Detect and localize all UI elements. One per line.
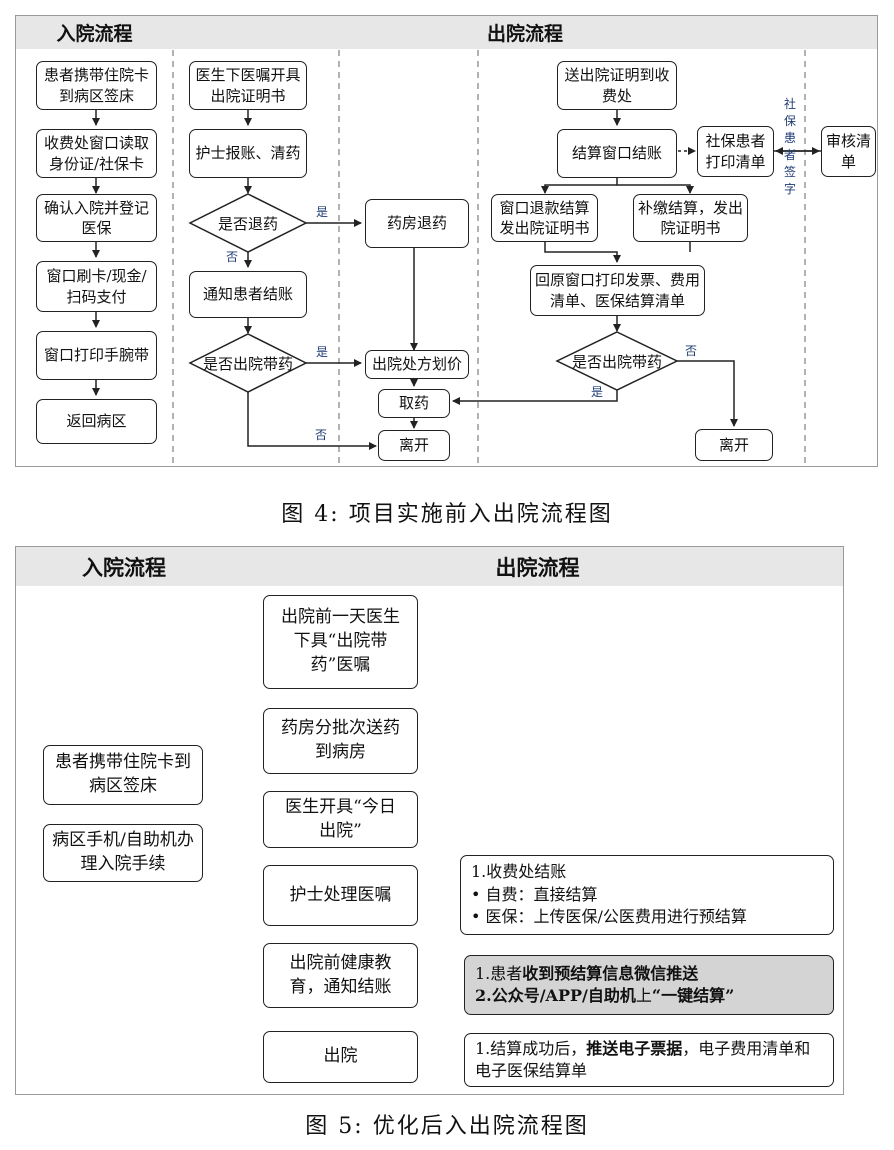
label-no-carry-right: 否 bbox=[685, 344, 698, 358]
fig2-header-admission: 入院流程 bbox=[16, 547, 232, 586]
step2-settle-success: 1.结算成功后，推送电子票据，电子费用清单和电子医保结算单 bbox=[464, 1033, 834, 1087]
step-nurse-bill: 护士报账、清药 bbox=[189, 129, 307, 178]
diamond-carry-med-right bbox=[555, 331, 679, 391]
push-bold-1: 收到预结算信息微信推送 bbox=[522, 963, 699, 983]
cashier-item-insurance: • 医保：上传医保/公医费用进行预结算 bbox=[471, 907, 747, 927]
step-take-medicine: 取药 bbox=[378, 389, 450, 418]
step-social-print: 社保患者打印清单 bbox=[697, 126, 774, 177]
step-supplement-settle: 补缴结算，发出院证明书 bbox=[633, 194, 748, 242]
label-yes-return: 是 bbox=[316, 205, 329, 219]
fig2-caption: 图 5: 优化后入出院流程图 bbox=[305, 1114, 589, 1139]
push-prefix-2: 2. bbox=[475, 986, 492, 1005]
cashier-title: 1.收费处结账 bbox=[471, 862, 567, 882]
step2-wechat-push: 1.患者收到预结算信息微信推送 2.公众号/APP/自助机上“一键结算” bbox=[464, 955, 834, 1015]
push-prefix-1: 1.患者 bbox=[475, 963, 523, 983]
fig1-caption: 图 4: 项目实施前入出院流程图 bbox=[281, 502, 613, 527]
label-yes-carry-right: 是 bbox=[591, 385, 604, 399]
step-read-id: 收费处窗口读取身份证/社保卡 bbox=[36, 129, 157, 178]
diamond-carry-med-left bbox=[188, 333, 308, 393]
step-card-checkin: 患者携带住院卡到病区签床 bbox=[36, 61, 157, 110]
decision-return-label: 是否退药 bbox=[217, 214, 278, 233]
step-settle-window: 结算窗口结账 bbox=[557, 129, 677, 178]
step2-mobile-admission: 病区手机/自助机办理入院手续 bbox=[43, 824, 203, 882]
push-bold-3: “一键结算” bbox=[651, 986, 735, 1005]
push-mid-2: 上 bbox=[635, 986, 652, 1005]
step-print-wristband: 窗口打印手腕带 bbox=[36, 331, 157, 380]
step2-doctor-today: 医生开具“今日出院” bbox=[263, 791, 418, 848]
label-yes-carry: 是 bbox=[316, 345, 329, 359]
step2-doctor-order: 出院前一天医生下具“出院带药”医嘱 bbox=[263, 595, 418, 689]
fig1-header-discharge: 出院流程 bbox=[173, 16, 877, 49]
step-prescription: 出院处方划价 bbox=[365, 350, 469, 379]
step-doctor-order: 医生下医嘱开具出院证明书 bbox=[189, 61, 307, 110]
fig1-header-admission: 入院流程 bbox=[16, 16, 173, 49]
step2-cashier-settle: 1.收费处结账 • 自费：直接结算 • 医保：上传医保/公医费用进行预结算 bbox=[460, 855, 834, 935]
label-no-carry: 否 bbox=[315, 428, 328, 442]
fig2-header-discharge: 出院流程 bbox=[232, 547, 843, 586]
step2-pharmacy-send: 药房分批次送药到病房 bbox=[263, 708, 418, 774]
decision-carry-label: 是否出院带药 bbox=[202, 354, 293, 373]
label-social-sign: 社保患者签字 bbox=[783, 97, 796, 196]
step2-nurse-process: 护士处理医嘱 bbox=[263, 865, 418, 926]
step-send-certificate: 送出院证明到收费处 bbox=[557, 61, 677, 110]
step-refund-settle: 窗口退款结算发出院证明书 bbox=[491, 194, 598, 242]
step-print-invoice: 回原窗口打印发票、费用清单、医保结算清单 bbox=[530, 265, 705, 316]
done-text-1: 1.结算成功后， bbox=[475, 1039, 587, 1058]
step-pharmacy-return: 药房退药 bbox=[365, 199, 469, 248]
push-bold-2: 公众号/APP/自助机 bbox=[491, 986, 636, 1005]
step2-card-checkin: 患者携带住院卡到病区签床 bbox=[43, 745, 203, 805]
decision-carry-right-label: 是否出院带药 bbox=[571, 352, 662, 371]
step-review-list: 审核清单 bbox=[821, 126, 876, 177]
step2-health-edu: 出院前健康教育，通知结账 bbox=[263, 943, 418, 1008]
step-register-insurance: 确认入院并登记医保 bbox=[36, 194, 157, 242]
step-notify-patient: 通知患者结账 bbox=[189, 271, 307, 318]
done-text-3: ，电子费用清单和电子医保结算单 bbox=[475, 1039, 811, 1081]
done-text-bold: 推送电子票据 bbox=[586, 1039, 683, 1058]
step2-discharge: 出院 bbox=[263, 1031, 418, 1083]
step-window-pay: 窗口刷卡/现金/扫码支付 bbox=[36, 261, 157, 312]
step-leave-left: 离开 bbox=[378, 430, 450, 461]
step-return-ward: 返回病区 bbox=[36, 399, 157, 444]
label-no-return: 否 bbox=[226, 250, 239, 264]
diamond-return-med bbox=[188, 193, 308, 253]
cashier-item-selfpay: • 自费：直接结算 bbox=[471, 884, 598, 904]
step-leave-right: 离开 bbox=[695, 429, 773, 461]
